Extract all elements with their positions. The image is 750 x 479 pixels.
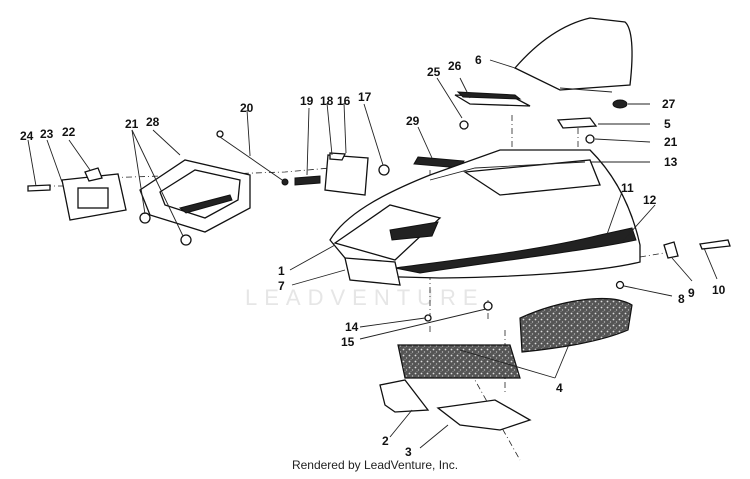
windshield-part — [513, 17, 633, 93]
callout-19: 19 — [300, 94, 314, 108]
callout-26: 26 — [448, 59, 462, 73]
callout-7: 7 — [278, 279, 285, 293]
callout-labels: 1 2 3 4 5 6 7 8 9 10 11 12 13 14 15 16 1… — [20, 53, 726, 459]
callout-8: 8 — [678, 292, 685, 306]
washer-part — [612, 99, 628, 109]
latch-parts — [663, 239, 731, 259]
callout-28: 28 — [146, 115, 160, 129]
callout-11: 11 — [621, 181, 634, 195]
callout-20: 20 — [240, 101, 254, 115]
hood-part — [329, 149, 641, 290]
belly-pan-parts — [397, 298, 633, 379]
lower-panel-part — [344, 257, 401, 286]
console-tray-part — [139, 159, 251, 233]
callout-2: 2 — [382, 434, 389, 448]
callout-3: 3 — [405, 445, 412, 459]
callout-24: 24 — [20, 129, 34, 143]
callout-21-left: 21 — [125, 117, 139, 131]
callout-29: 29 — [406, 114, 420, 128]
callout-6: 6 — [475, 53, 482, 67]
watermark-text: LEADVENTURE — [245, 285, 485, 310]
leader-lines — [27, 59, 718, 449]
callout-10: 10 — [712, 283, 726, 297]
callout-15: 15 — [341, 335, 355, 349]
callout-13: 13 — [664, 155, 678, 169]
callout-12: 12 — [643, 193, 657, 207]
callout-25: 25 — [427, 65, 441, 79]
callout-5: 5 — [664, 117, 671, 131]
callout-17: 17 — [358, 90, 372, 104]
callout-16: 16 — [337, 94, 351, 108]
callout-4: 4 — [556, 381, 563, 395]
gauge-panel-part — [27, 167, 127, 221]
callout-14: 14 — [345, 320, 359, 334]
bracket-lower-parts — [379, 301, 532, 431]
callout-21-right: 21 — [664, 135, 678, 149]
callout-22: 22 — [62, 125, 76, 139]
callout-18: 18 — [320, 94, 334, 108]
callout-27: 27 — [662, 97, 676, 111]
callout-9: 9 — [688, 286, 695, 300]
panel-hardware-parts — [139, 130, 390, 246]
footer-credit: Rendered by LeadVenture, Inc. — [291, 458, 459, 472]
callout-23: 23 — [40, 127, 54, 141]
bracket-parts — [413, 91, 598, 169]
callout-1: 1 — [278, 264, 285, 278]
